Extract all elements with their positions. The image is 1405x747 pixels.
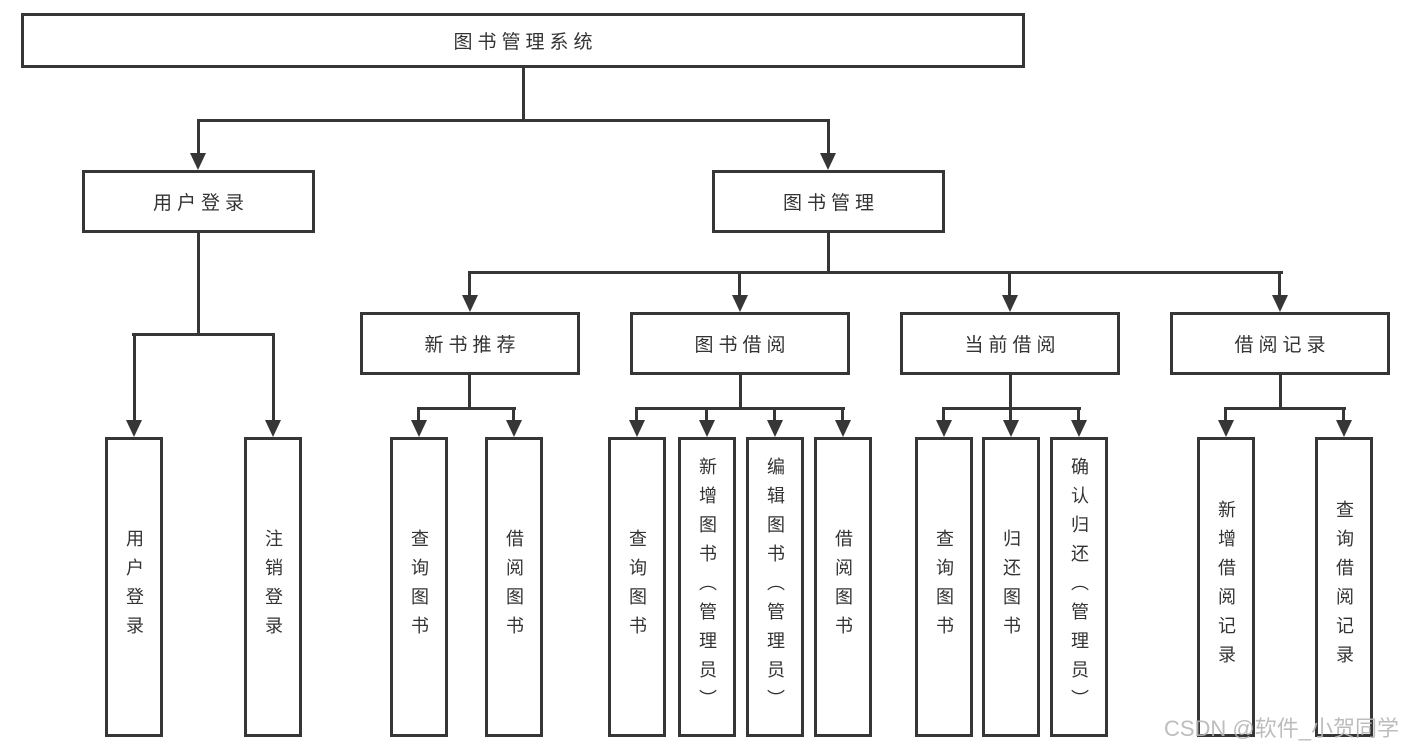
arrow-down-icon — [820, 153, 836, 170]
connector-line — [1009, 407, 1012, 422]
connector-line — [197, 119, 830, 122]
node-leaf-user-login: 用户登录 — [105, 437, 163, 737]
node-user-login-label: 用户登录 — [152, 193, 249, 214]
connector-line — [705, 407, 708, 422]
connector-line — [738, 271, 741, 297]
leaf-label: 查询图书 — [934, 529, 954, 645]
arrow-down-icon — [732, 295, 748, 312]
arrow-down-icon — [190, 153, 206, 170]
connector-line — [739, 375, 742, 410]
arrow-down-icon — [462, 295, 478, 312]
leaf-label: 新增图书（管理员） — [697, 456, 717, 718]
node-book-management: 图书管理 — [712, 170, 945, 233]
node-leaf-edit-books-admin: 编辑图书（管理员） — [746, 437, 804, 737]
arrow-down-icon — [126, 420, 142, 437]
node-leaf-add-books-admin: 新增图书（管理员） — [678, 437, 736, 737]
leaf-label: 借阅图书 — [833, 529, 853, 645]
connector-line — [468, 271, 471, 297]
node-leaf-query-borrow-record: 查询借阅记录 — [1315, 437, 1373, 737]
connector-line — [1077, 407, 1080, 422]
watermark: CSDN @软件_小贺同学 — [1163, 716, 1399, 741]
connector-line — [197, 233, 200, 336]
leaf-label: 归还图书 — [1001, 529, 1021, 645]
arrow-down-icon — [629, 420, 645, 437]
node-current-borrow: 当前借阅 — [900, 312, 1120, 375]
node-leaf-add-borrow-record: 新增借阅记录 — [1197, 437, 1255, 737]
node-leaf-query-books-3: 查询图书 — [915, 437, 973, 737]
node-leaf-logout: 注销登录 — [244, 437, 302, 737]
leaf-label: 查询图书 — [409, 529, 429, 645]
arrow-down-icon — [411, 420, 427, 437]
arrow-down-icon — [1272, 295, 1288, 312]
connector-line — [1009, 375, 1012, 410]
arrow-down-icon — [265, 420, 281, 437]
connector-line — [1224, 407, 1227, 422]
arrow-down-icon — [767, 420, 783, 437]
connector-line — [827, 233, 830, 274]
arrow-down-icon — [835, 420, 851, 437]
node-leaf-borrow-books-1: 借阅图书 — [485, 437, 543, 737]
node-new-book-recommend: 新书推荐 — [360, 312, 580, 375]
connector-line — [132, 333, 275, 336]
node-leaf-borrow-books-2: 借阅图书 — [814, 437, 872, 737]
connector-line — [522, 68, 525, 122]
node-leaf-query-books-1: 查询图书 — [390, 437, 448, 737]
node-user-login: 用户登录 — [82, 170, 315, 233]
connector-line — [1008, 271, 1011, 297]
connector-line — [1342, 407, 1345, 422]
node-book-borrow: 图书借阅 — [630, 312, 850, 375]
connector-line — [635, 407, 845, 410]
leaf-label: 新增借阅记录 — [1216, 500, 1236, 674]
node-book-management-label: 图书管理 — [782, 193, 879, 214]
connector-line — [1279, 375, 1282, 410]
arrow-down-icon — [1071, 420, 1087, 437]
node-leaf-return-books: 归还图书 — [982, 437, 1040, 737]
connector-line — [417, 407, 420, 422]
arrow-down-icon — [936, 420, 952, 437]
leaf-label: 用户登录 — [124, 529, 144, 645]
arrow-down-icon — [506, 420, 522, 437]
connector-line — [942, 407, 945, 422]
arrow-down-icon — [1002, 295, 1018, 312]
connector-line — [468, 375, 471, 410]
leaf-label: 确认归还（管理员） — [1069, 456, 1089, 718]
leaf-label: 查询图书 — [627, 529, 647, 645]
connector-line — [773, 407, 776, 422]
connector-line — [512, 407, 515, 422]
leaf-label: 编辑图书（管理员） — [765, 456, 785, 718]
arrow-down-icon — [1003, 420, 1019, 437]
connector-line — [468, 271, 1283, 274]
node-leaf-query-books-2: 查询图书 — [608, 437, 666, 737]
leaf-label: 借阅图书 — [504, 529, 524, 645]
connector-line — [841, 407, 844, 422]
node-borrow-records: 借阅记录 — [1170, 312, 1390, 375]
node-new-book-recommend-label: 新书推荐 — [424, 335, 521, 356]
node-leaf-confirm-return-admin: 确认归还（管理员） — [1050, 437, 1108, 737]
arrow-down-icon — [1336, 420, 1352, 437]
connector-line — [133, 333, 136, 420]
connector-line — [417, 407, 516, 410]
node-book-borrow-label: 图书借阅 — [694, 335, 791, 356]
node-root: 图书管理系统 — [21, 13, 1025, 68]
leaf-label: 注销登录 — [263, 529, 283, 645]
connector-line — [1278, 271, 1281, 297]
node-root-label: 图书管理系统 — [453, 32, 598, 53]
connector-line — [827, 119, 830, 155]
connector-line — [1224, 407, 1346, 410]
connector-line — [272, 333, 275, 420]
node-current-borrow-label: 当前借阅 — [964, 335, 1061, 356]
arrow-down-icon — [699, 420, 715, 437]
connector-line — [635, 407, 638, 422]
arrow-down-icon — [1218, 420, 1234, 437]
connector-line — [197, 119, 200, 155]
node-borrow-records-label: 借阅记录 — [1234, 335, 1331, 356]
leaf-label: 查询借阅记录 — [1334, 500, 1354, 674]
